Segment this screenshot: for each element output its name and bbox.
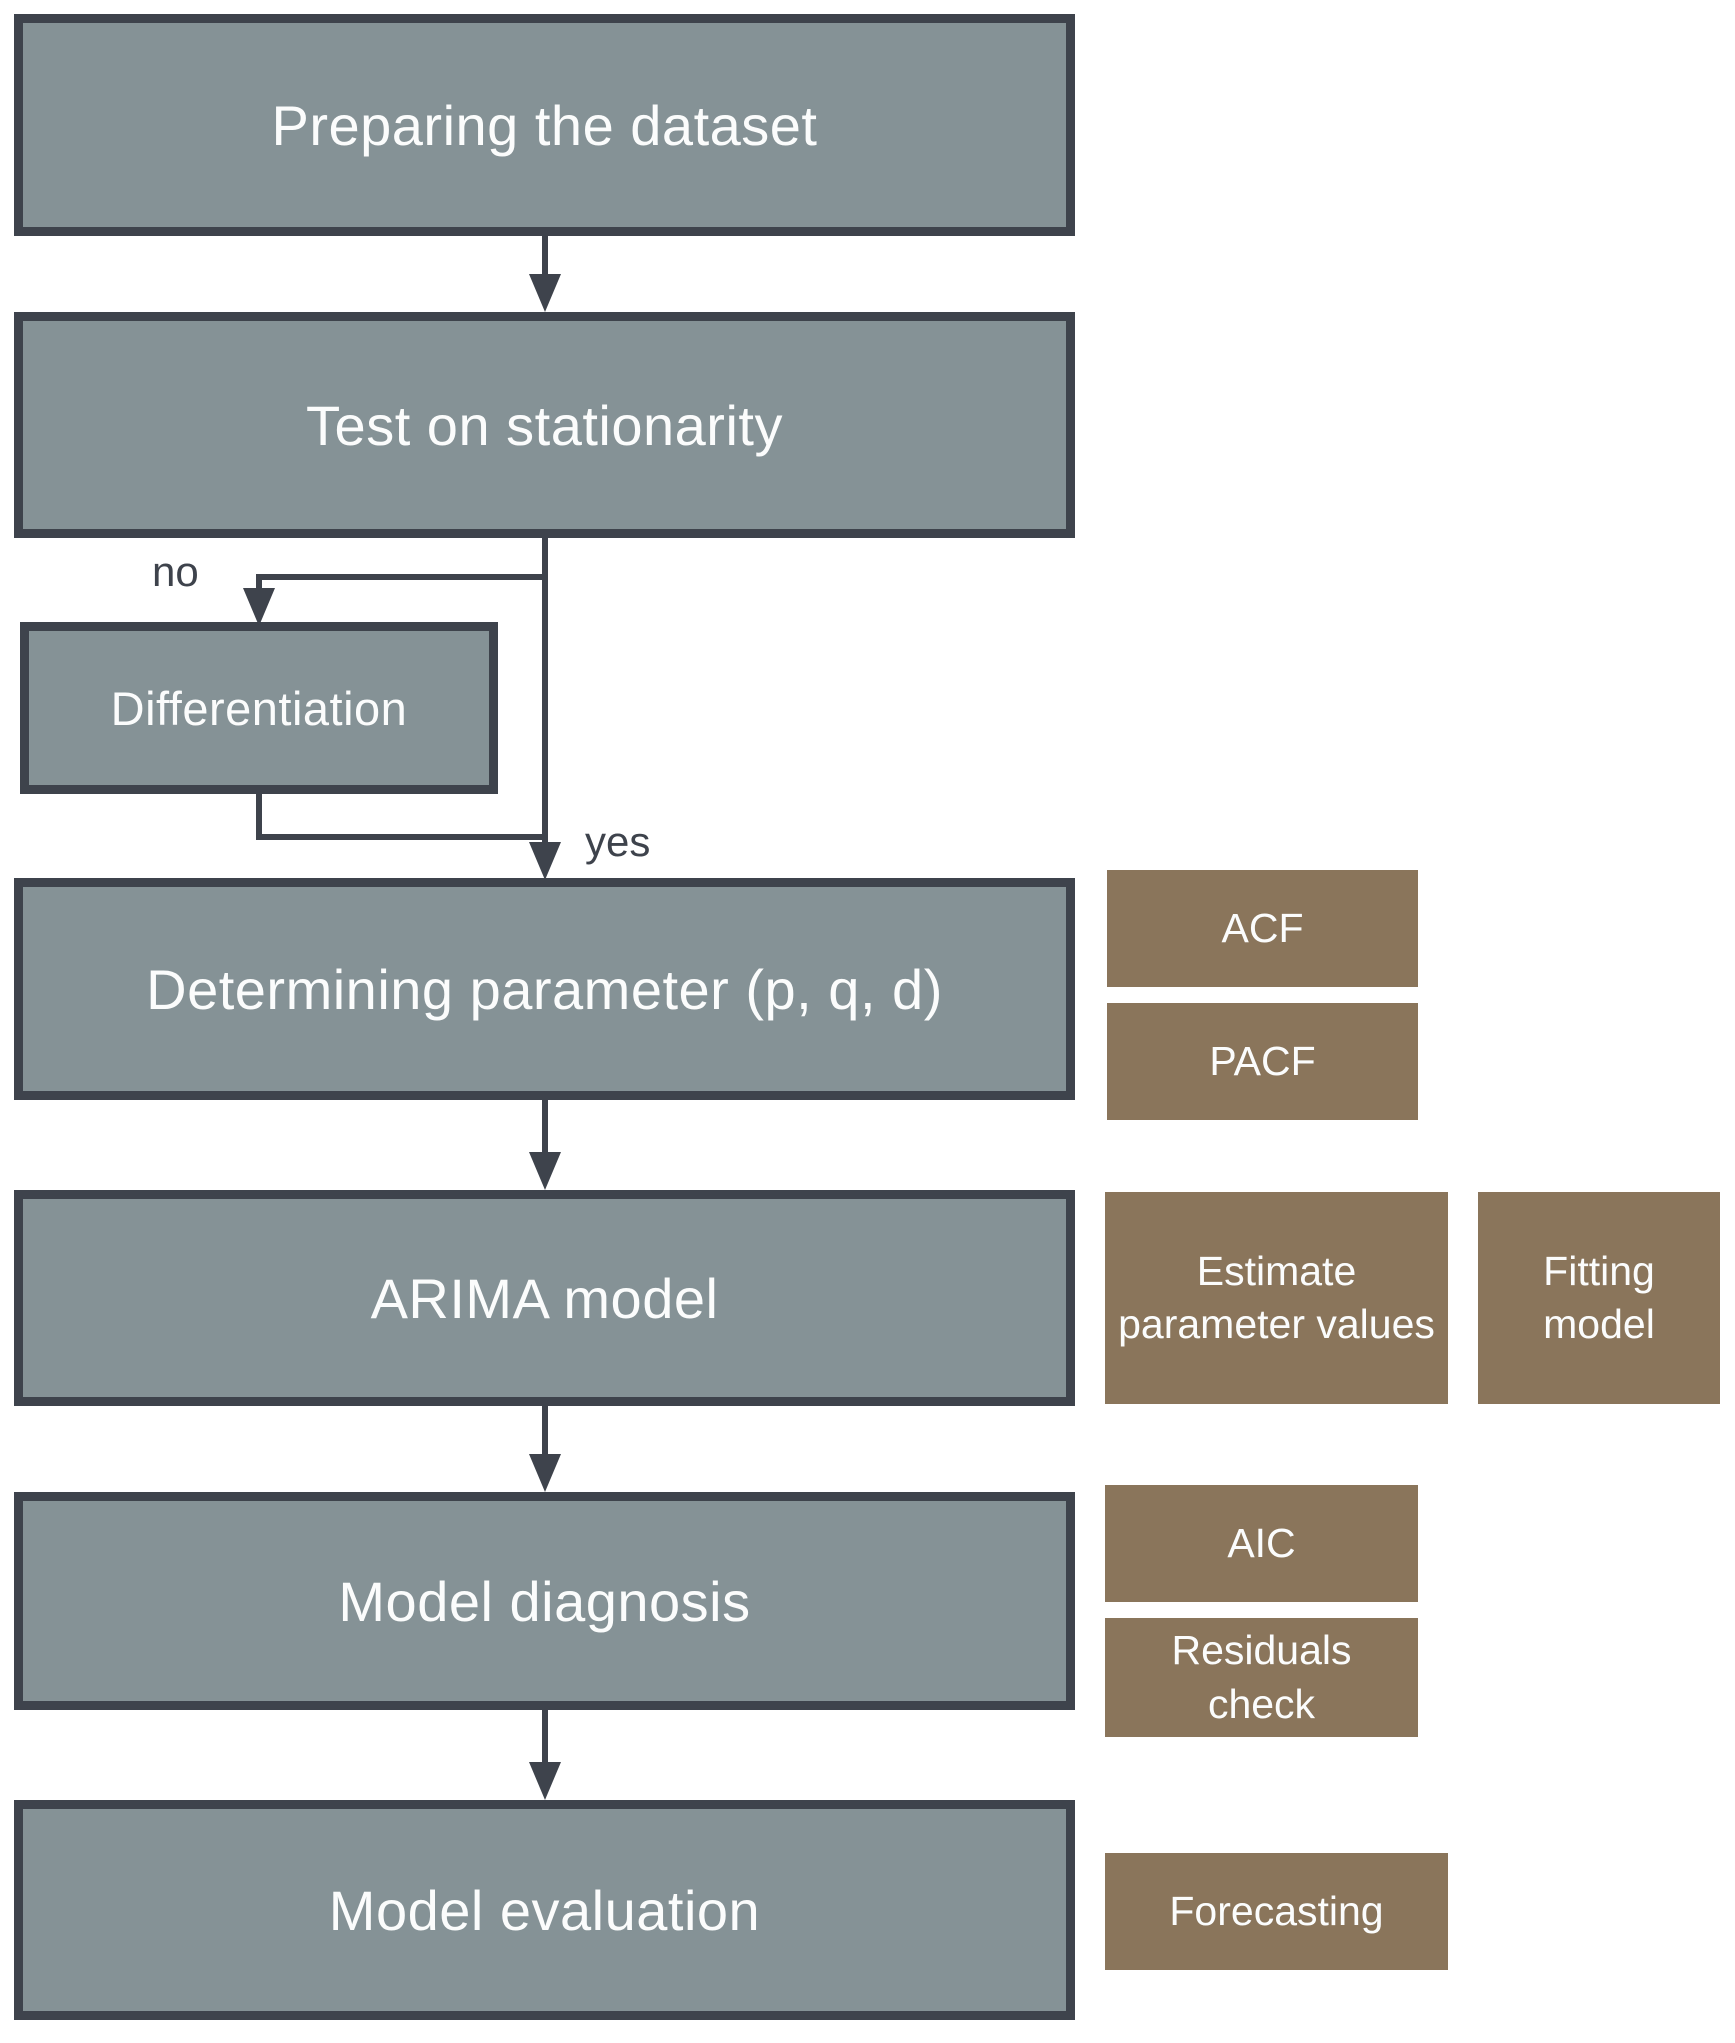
connector-diagnosis-to-evaluation-arrowhead-icon	[529, 1762, 561, 1800]
connector-preparing-to-test-arrowhead-icon	[529, 274, 561, 312]
node-preparing-the-dataset: Preparing the dataset	[14, 14, 1075, 236]
connector-test-to-determining-arrowhead-icon	[529, 842, 561, 880]
node-differentiation: Differentiation	[20, 622, 498, 794]
side-node-acf: ACF	[1107, 870, 1418, 987]
node-test-on-stationarity: Test on stationarity	[14, 312, 1075, 538]
connector-preparing-to-test-line	[542, 236, 548, 278]
side-node-residuals-check: Residuals check	[1105, 1618, 1418, 1737]
side-node-estimate-parameter-values: Estimate parameter values	[1105, 1192, 1448, 1404]
side-node-aic: AIC	[1105, 1485, 1418, 1602]
connector-arima-to-diagnosis-arrowhead-icon	[529, 1454, 561, 1492]
connector-arima-to-diagnosis-line	[542, 1406, 548, 1456]
side-node-pacf: PACF	[1107, 1003, 1418, 1120]
connector-loopback-vertical-line	[256, 794, 262, 840]
edge-label-no: no	[152, 548, 199, 595]
connector-test-to-determining-line	[542, 538, 548, 846]
connector-no-branch-horizontal-line	[256, 574, 548, 580]
side-node-fitting-model: Fitting model	[1478, 1192, 1720, 1404]
node-determining-parameter: Determining parameter (p, q, d)	[14, 878, 1075, 1100]
connector-no-branch-arrowhead-icon	[243, 588, 275, 626]
connector-loopback-horizontal-line	[256, 834, 548, 840]
node-model-evaluation: Model evaluation	[14, 1800, 1075, 2020]
node-model-diagnosis: Model diagnosis	[14, 1492, 1075, 1710]
edge-label-yes: yes	[585, 818, 651, 865]
connector-determining-to-arima-arrowhead-icon	[529, 1152, 561, 1190]
connector-diagnosis-to-evaluation-line	[542, 1710, 548, 1764]
node-arima-model: ARIMA model	[14, 1190, 1075, 1406]
connector-determining-to-arima-line	[542, 1100, 548, 1154]
connector-no-branch-stub-line	[256, 574, 262, 594]
side-node-forecasting: Forecasting	[1105, 1853, 1448, 1970]
